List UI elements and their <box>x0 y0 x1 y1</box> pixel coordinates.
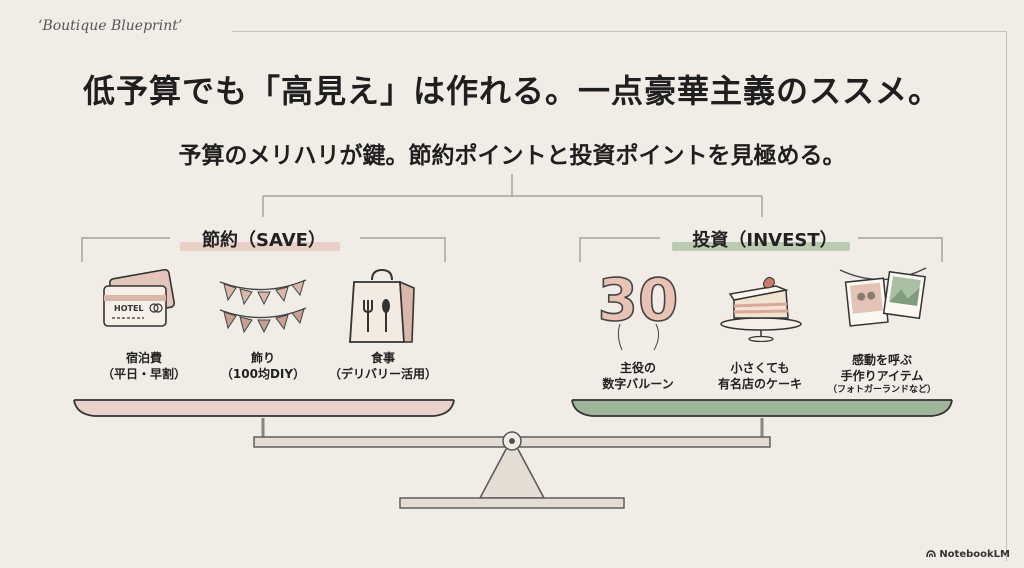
photo-garland-icon <box>839 267 927 327</box>
footer-text: NotebookLM <box>939 549 1010 560</box>
save-item-meal-label: 食事 （デリバリー活用） <box>323 350 443 382</box>
number-balloon-icon: 30 <box>597 265 679 351</box>
save-heading-highlight <box>180 242 340 251</box>
save-item-decor-label: 飾り （100均DIY） <box>203 350 323 382</box>
save-item-hotel-line1: 宿泊費 <box>125 351 162 365</box>
save-item-decor-line2: （100均DIY） <box>220 367 306 381</box>
balloon-number: 30 <box>598 266 679 334</box>
save-heading: 節約（SAVE） <box>202 230 326 251</box>
page-subtitle: 予算のメリハリが鍵。節約ポイントと投資ポイントを見極める。 <box>178 143 846 169</box>
save-tray <box>73 399 455 417</box>
invest-item-handmade-label: 感動を呼ぶ 手作りアイテム （フォトガーランドなど） <box>822 352 942 396</box>
invest-item-handmade-line1: 感動を呼ぶ <box>851 353 912 367</box>
hotel-card-icon: HOTEL <box>103 268 176 327</box>
invest-item-balloon-label: 主役の 数字バルーン <box>578 360 698 392</box>
invest-item-handmade-note: （フォトガーランドなど） <box>827 385 936 395</box>
invest-item-cake-line2: 有名店のケーキ <box>717 377 802 391</box>
scale-base <box>399 497 625 509</box>
save-item-meal-line2: （デリバリー活用） <box>328 367 437 381</box>
invest-item-handmade-line2: 手作りアイテム <box>840 369 924 383</box>
frame-right-line <box>1006 31 1007 561</box>
invest-item-balloon-line2: 数字バルーン <box>602 377 674 391</box>
hotel-card-text: HOTEL <box>114 304 144 313</box>
save-item-hotel-line2: （平日・早割） <box>101 367 186 381</box>
bunting-icon <box>219 279 307 334</box>
invest-item-cake-label: 小さくても 有名店のケーキ <box>700 360 820 392</box>
invest-tray <box>571 399 953 417</box>
notebooklm-icon <box>926 550 937 558</box>
save-item-decor-line1: 飾り <box>250 351 275 365</box>
footer-logo: NotebookLM <box>926 549 1010 560</box>
cake-icon <box>720 276 802 342</box>
save-item-hotel-label: 宿泊費 （平日・早割） <box>84 350 204 382</box>
invest-item-cake-line1: 小さくても <box>730 361 790 375</box>
invest-heading: 投資（INVEST） <box>692 230 838 251</box>
invest-item-balloon-line1: 主役の <box>619 361 656 375</box>
frame-top-line <box>232 31 1007 32</box>
page-title: 低予算でも「高見え」は作れる。一点豪華主義のススメ。 <box>82 72 941 110</box>
save-item-meal-line1: 食事 <box>370 351 395 365</box>
invest-heading-highlight <box>672 242 850 251</box>
takeout-bag-icon <box>349 268 415 343</box>
brand-label: ‘Boutique Blueprint’ <box>38 18 183 34</box>
